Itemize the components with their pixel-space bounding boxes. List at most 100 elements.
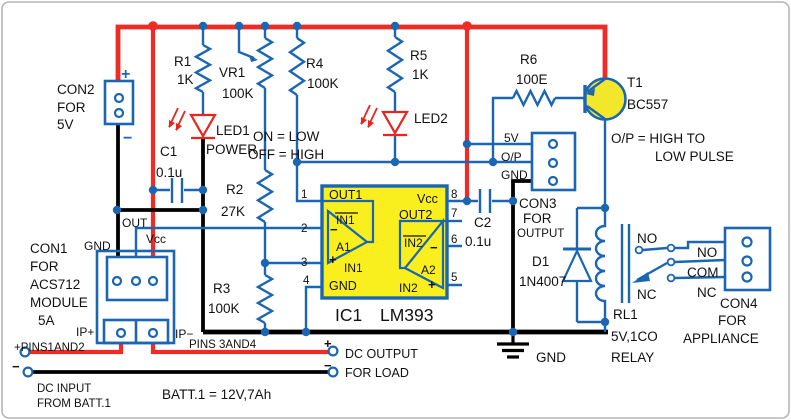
acs712-ip-plus-label: IP+ [76, 325, 94, 339]
batt-plus-wire [27, 343, 124, 355]
ic1-pin1: 1 [301, 189, 307, 201]
comparator-a2 [403, 217, 445, 290]
relay-ref: RL1 [613, 307, 638, 322]
con4-pin [741, 236, 753, 248]
led1-power [168, 107, 217, 140]
t1-part: BC557 [627, 97, 668, 112]
con3-label: CON3 [519, 196, 557, 211]
op-pulse-note: O/P = HIGH TO [611, 131, 705, 146]
5v-top-rail [115, 24, 608, 82]
svg-text:ACS712: ACS712 [30, 277, 80, 292]
con3-pin [547, 175, 559, 187]
con3-gnd-label: GND [501, 168, 528, 182]
svg-text:+: + [428, 277, 436, 292]
batt-plus-terminal [19, 346, 31, 358]
ic1-vcc: Vcc [417, 192, 438, 206]
svg-text:+: + [324, 336, 332, 351]
con3-pin [547, 157, 559, 169]
acs712-ip-plus-pin [115, 327, 127, 339]
r2-ref: R2 [226, 182, 243, 197]
con2-minus-sign: − [123, 130, 132, 147]
a2-output-wire [398, 219, 447, 270]
dc-output-label: DC OUTPUT [345, 347, 418, 361]
relay-com-terminal [666, 257, 676, 267]
pins34-note: PINS 3AND4 [189, 339, 257, 351]
con4-pin [741, 255, 753, 267]
ic1-pin2: 2 [301, 223, 307, 235]
led1-caption: POWER [206, 142, 257, 157]
ic1-in1-inv: IN1 [336, 213, 355, 227]
con4-com-label: COM [687, 265, 719, 280]
r4-ref: R4 [306, 56, 324, 71]
r2-value: 27K [221, 204, 245, 219]
load-minus-terminal [327, 366, 339, 378]
power-rail-wires [27, 24, 608, 355]
gnd-label: GND [536, 350, 566, 365]
vr1-value: 100K [222, 86, 254, 101]
r5-value: 1K [412, 67, 429, 82]
t1-collector [586, 105, 606, 120]
overlines [335, 212, 426, 237]
relay-type: RELAY [611, 350, 654, 365]
ic1-pin4: 4 [303, 275, 310, 287]
acs712-out-wire [134, 226, 328, 257]
svg-text:OUTPUT: OUTPUT [517, 228, 564, 240]
vr1-ref: VR1 [219, 65, 245, 80]
svg-text:−: − [430, 240, 438, 255]
con3-gnd-wire [511, 179, 532, 332]
ic1-out1: OUT1 [329, 188, 362, 202]
relay-pivot [632, 272, 650, 283]
from-batt-label: FROM BATT.1 [37, 398, 111, 410]
ic1-in1: IN1 [344, 261, 363, 275]
labels: CON2 FOR 5V + − R1 1K VR1 100K R2 27K R3… [12, 48, 759, 410]
resistor-r4 [287, 37, 307, 96]
svg-text:−: − [12, 359, 20, 374]
led2 [360, 104, 409, 137]
junction-dots [112, 21, 610, 337]
on-low-note: ON = LOW [253, 129, 320, 144]
svg-text:5A: 5A [38, 313, 55, 328]
ic1-in2-inv: IN2 [404, 236, 423, 250]
ic1-ref: IC1 [335, 305, 362, 325]
blue-markers [249, 55, 650, 283]
acs712-gnd-label: GND [84, 239, 111, 253]
com-contact-wire [674, 258, 726, 264]
c2-value: 0.1u [465, 234, 491, 249]
ground-wires [28, 124, 608, 374]
acs712-ip-minus-pin [147, 327, 159, 339]
relay-coil [594, 208, 607, 332]
svg-text:5V: 5V [57, 117, 74, 132]
d1-ref: D1 [532, 254, 549, 269]
ic1-a1: A1 [336, 240, 351, 254]
con4-body [723, 226, 772, 292]
acs712-gnd-pin [111, 275, 123, 287]
con4-nc-label: NC [697, 285, 717, 300]
relay-no-label: NO [637, 231, 657, 246]
svg-text:FOR: FOR [57, 100, 86, 115]
resistor-r3 [255, 273, 275, 325]
led2-ref: LED2 [414, 111, 448, 126]
power-junction-dots [148, 21, 472, 31]
svg-text:−: − [324, 358, 332, 373]
a1-output-wire [322, 199, 375, 244]
r3-value: 100K [208, 301, 240, 316]
pnp-arrow [586, 88, 595, 96]
transistor-t1 [583, 77, 627, 121]
ic1-pin3: 3 [301, 257, 307, 269]
batt-minus-terminal [22, 366, 34, 378]
d1-part: 1N4007 [519, 274, 566, 289]
svg-text:APPLIANCE: APPLIANCE [683, 331, 759, 346]
relay-rating: 5V,1CO [611, 329, 658, 344]
led1-arrowhead [169, 120, 175, 128]
t1-ref: T1 [627, 75, 643, 90]
comparator-a1 [326, 208, 369, 265]
ic1-pin5: 5 [451, 272, 457, 284]
vr1-wiper [237, 26, 255, 60]
pins12-note: +PINS1AND2 [14, 342, 85, 354]
acs712-ip-minus-label: IP− [175, 327, 193, 341]
ic1-lm393 [320, 184, 449, 300]
nc-contact-wire [674, 275, 726, 280]
con2-label: CON2 [57, 82, 95, 97]
con3-body [530, 131, 577, 192]
